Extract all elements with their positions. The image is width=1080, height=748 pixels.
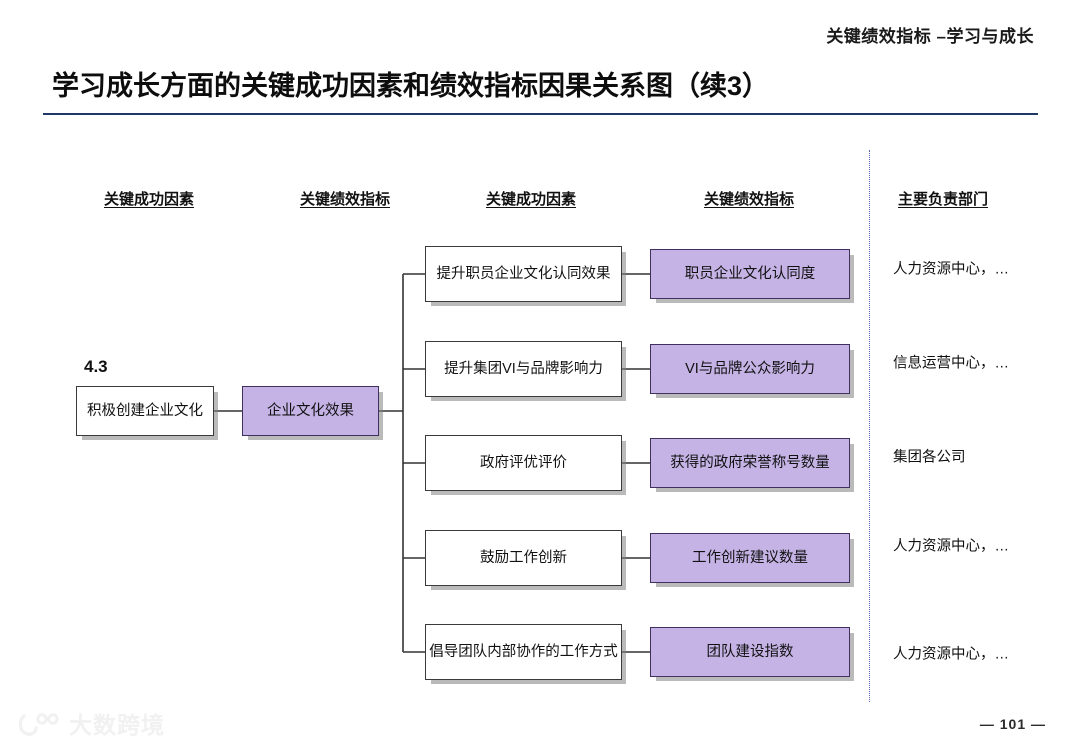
csf-label-2: 提升集团VI与品牌影响力 — [444, 360, 603, 377]
vertical-dotted-divider — [869, 150, 870, 702]
department-label-2: 信息运营中心，… — [893, 355, 1009, 372]
department-label-4: 人力资源中心，… — [893, 538, 1009, 555]
kpi-label-3: 获得的政府荣誉称号数量 — [670, 454, 830, 471]
kpi-box-5[interactable]: 团队建设指数 — [650, 627, 850, 677]
watermark-text: 大数跨境 — [69, 711, 165, 738]
kpi-box-4[interactable]: 工作创新建议数量 — [650, 533, 850, 583]
department-label-1: 人力资源中心，… — [893, 261, 1009, 278]
kpi-box-1[interactable]: 职员企业文化认同度 — [650, 249, 850, 299]
csf-box-5[interactable]: 倡导团队内部协作的工作方式 — [425, 624, 622, 680]
csf-box-4[interactable]: 鼓励工作创新 — [425, 530, 622, 586]
department-label-5: 人力资源中心，… — [893, 646, 1009, 663]
column-header-csf-2: 关键成功因素 — [485, 191, 577, 208]
kpi-box-2[interactable]: VI与品牌公众影响力 — [650, 344, 850, 394]
csf-box-3[interactable]: 政府评优评价 — [425, 435, 622, 491]
root-node-number: 4.3 — [84, 357, 108, 376]
page-number: — 101 — — [979, 716, 1046, 732]
kpi-box-3[interactable]: 获得的政府荣誉称号数量 — [650, 438, 850, 488]
kpi-label-4: 工作创新建议数量 — [692, 549, 808, 566]
column-header-csf-1: 关键成功因素 — [103, 191, 195, 208]
watermark: 大数跨境 — [18, 712, 165, 738]
page-title: 学习成长方面的关键成功因素和绩效指标因果关系图（续3） — [52, 71, 770, 101]
root-kpi-box[interactable]: 企业文化效果 — [242, 386, 379, 436]
root-csf-box[interactable]: 积极创建企业文化 — [76, 386, 214, 436]
kpi-label-5: 团队建设指数 — [706, 643, 794, 660]
csf-label-1: 提升职员企业文化认同效果 — [436, 265, 611, 282]
title-divider-rule — [43, 113, 1038, 115]
csf-label-5: 倡导团队内部协作的工作方式 — [429, 643, 618, 660]
csf-label-4: 鼓励工作创新 — [480, 549, 567, 566]
department-label-3: 集团各公司 — [893, 449, 966, 466]
watermark-logo-icon — [18, 713, 59, 736]
csf-box-2[interactable]: 提升集团VI与品牌影响力 — [425, 341, 622, 397]
column-header-kpi-1: 关键绩效指标 — [299, 191, 391, 208]
root-csf-label: 积极创建企业文化 — [87, 402, 203, 419]
slide-kicker: 关键绩效指标 –学习与成长 — [826, 27, 1034, 46]
kpi-label-2: VI与品牌公众影响力 — [685, 360, 815, 377]
csf-label-3: 政府评优评价 — [480, 454, 567, 471]
csf-box-1[interactable]: 提升职员企业文化认同效果 — [425, 246, 622, 302]
column-header-kpi-2: 关键绩效指标 — [703, 191, 795, 208]
root-kpi-label: 企业文化效果 — [267, 402, 354, 419]
kpi-label-1: 职员企业文化认同度 — [684, 265, 816, 282]
column-header-department: 主要负责部门 — [897, 191, 989, 208]
